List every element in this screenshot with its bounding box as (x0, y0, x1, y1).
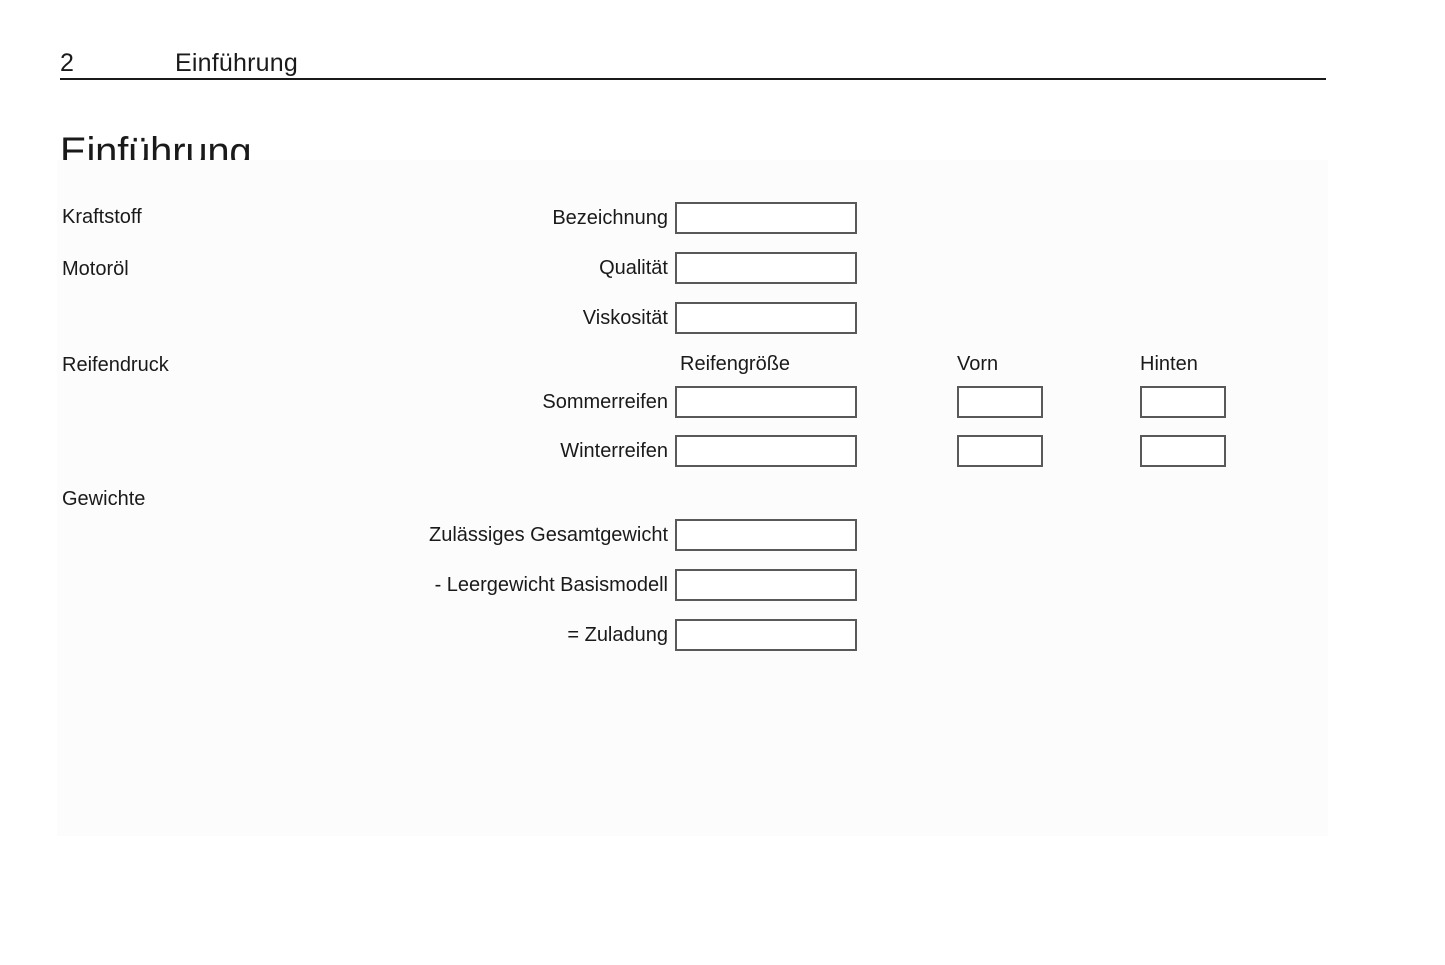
field-input-leergewicht[interactable] (675, 569, 857, 601)
field-row-sommerreifen: Sommerreifen (542, 386, 857, 418)
field-label-sommerreifen: Sommerreifen (542, 391, 668, 413)
section-label-motoroel: Motoröl (62, 258, 129, 280)
running-header: 2 Einführung (60, 48, 1326, 80)
field-label-viskositaet: Viskosität (582, 307, 668, 329)
column-header-reifengroesse: Reifengröße (680, 353, 791, 375)
field-input-gesamtgewicht[interactable] (675, 519, 857, 551)
section-label-gewichte: Gewichte (62, 488, 146, 510)
field-input-winterreifen-front[interactable] (957, 435, 1043, 467)
field-input-sommerreifen-rear[interactable] (1140, 386, 1226, 418)
field-input-sommerreifen-front[interactable] (957, 386, 1043, 418)
field-input-zuladung[interactable] (675, 619, 857, 651)
field-row-zuladung: = Zuladung (567, 619, 857, 651)
field-label-zuladung: = Zuladung (567, 624, 668, 646)
field-row-viskositaet: Viskosität (583, 302, 857, 334)
field-row-qualitaet: Qualität (599, 252, 857, 284)
header-chapter-name: Einführung (175, 49, 298, 77)
header-divider (60, 78, 1326, 80)
vehicle-data-form-panel: Kraftstoff Motoröl Reifendruck Gewichte … (57, 160, 1328, 836)
field-label-bezeichnung: Bezeichnung (552, 207, 668, 229)
field-label-leergewicht: - Leergewicht Basismodell (434, 574, 668, 596)
field-row-bezeichnung: Bezeichnung (552, 202, 857, 234)
section-label-kraftstoff: Kraftstoff (62, 206, 142, 228)
field-label-gesamtgewicht: Zulässiges Gesamtgewicht (429, 524, 668, 546)
section-label-reifendruck: Reifendruck (62, 354, 169, 376)
field-input-viskositaet[interactable] (675, 302, 857, 334)
page-number: 2 (60, 49, 75, 77)
field-input-qualitaet[interactable] (675, 252, 857, 284)
field-row-winterreifen: Winterreifen (560, 435, 857, 467)
field-input-sommerreifen-size[interactable] (675, 386, 857, 418)
field-row-leergewicht: - Leergewicht Basismodell (435, 569, 857, 601)
field-input-bezeichnung[interactable] (675, 202, 857, 234)
column-header-hinten: Hinten (1140, 353, 1198, 375)
column-header-vorn: Vorn (957, 353, 999, 375)
field-row-gesamtgewicht: Zulässiges Gesamtgewicht (429, 519, 857, 551)
field-input-winterreifen-size[interactable] (675, 435, 857, 467)
field-input-winterreifen-rear[interactable] (1140, 435, 1226, 467)
field-label-winterreifen: Winterreifen (560, 440, 668, 462)
field-label-qualitaet: Qualität (599, 257, 668, 279)
